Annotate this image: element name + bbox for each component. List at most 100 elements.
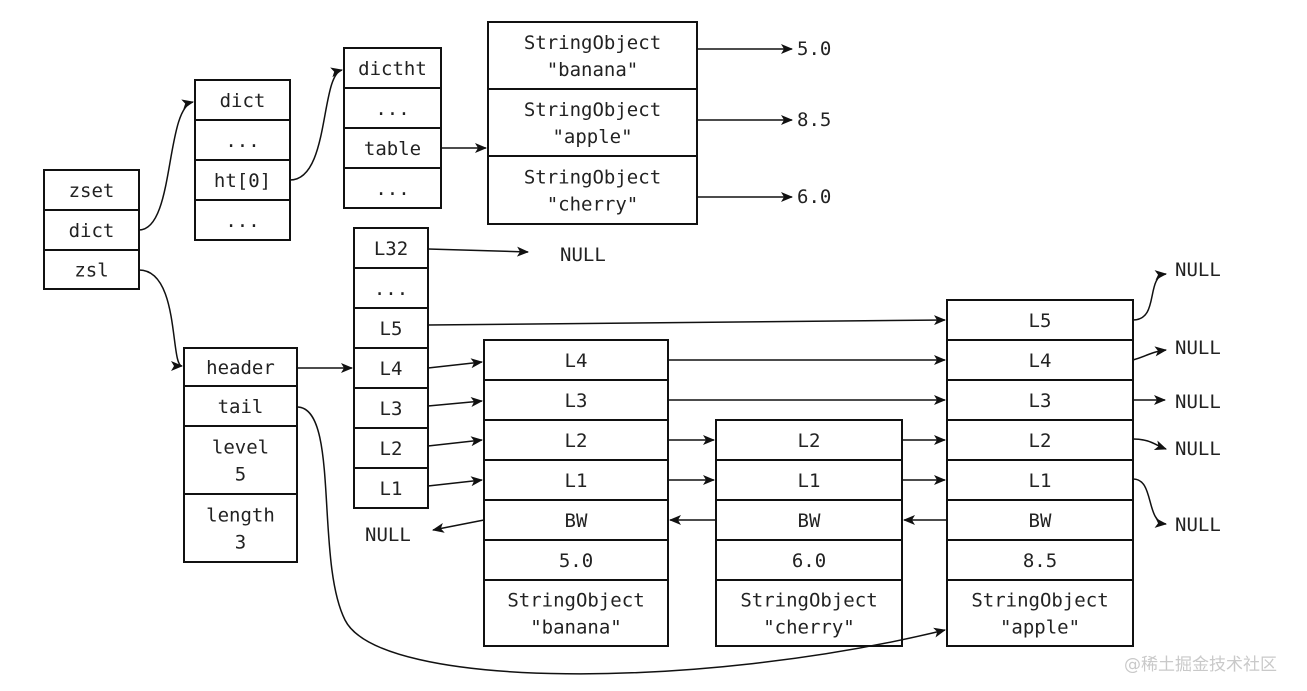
node-2-cell: L1	[946, 459, 1134, 501]
dict-label: ...	[225, 210, 259, 232]
node-0-label: L1	[565, 470, 588, 492]
node-2-label: L4	[1029, 350, 1052, 372]
L4-arrow	[427, 358, 483, 369]
zset-box	[43, 169, 140, 211]
node-2-cell: StringObject"apple"	[946, 579, 1134, 647]
node-2-box	[946, 459, 1134, 501]
node-1-box	[715, 579, 903, 647]
L32-null-arrow	[427, 246, 529, 257]
header-level-box	[353, 427, 429, 469]
null-label: NULL	[1175, 391, 1221, 413]
zskiplist-label: header	[206, 357, 275, 379]
node-2-cell: 8.5	[946, 539, 1134, 581]
node-0-cell: 5.0	[483, 539, 669, 581]
dict-entry-cell: StringObject"banana"	[487, 21, 698, 90]
dict-entry-box	[487, 155, 698, 225]
header-level-box	[353, 347, 429, 389]
node-2-cell: BW	[946, 499, 1134, 541]
node-2-label: BW	[1029, 510, 1052, 532]
node-0-cell: L3	[483, 379, 669, 421]
dictht-label: ...	[375, 178, 409, 200]
dict-label: ht[0]	[214, 170, 271, 192]
node-2-cell: L2	[946, 419, 1134, 461]
node-2-label: 8.5	[1023, 550, 1057, 572]
dictht-box	[343, 127, 442, 169]
null-label: NULL	[560, 244, 606, 266]
node-1-label: "cherry"	[763, 617, 855, 639]
dictht-cell: ...	[343, 87, 442, 129]
node-0-cell: L2	[483, 419, 669, 461]
dict-entry-label: "apple"	[552, 126, 632, 148]
tail-pointer-arrow	[296, 406, 946, 675]
node-0-label: L3	[565, 390, 588, 412]
dict-entry-label: StringObject	[524, 99, 661, 121]
node-2-box	[946, 299, 1134, 341]
dictht-box	[343, 47, 442, 89]
dict-label: dict	[220, 90, 266, 112]
dict-entry-box	[487, 21, 698, 90]
header-level-box	[353, 307, 429, 349]
zskiplist-label: 5	[235, 464, 246, 486]
node-1-cell: L2	[715, 419, 903, 461]
L1-null-arrow	[1132, 478, 1167, 528]
node-2-label: StringObject	[971, 590, 1108, 612]
dict-score-value: 8.5	[797, 109, 831, 131]
header-level-cell: L5	[353, 307, 429, 349]
header-level-cell: L2	[353, 427, 429, 469]
null-label: NULL	[1175, 514, 1221, 536]
node1-backward-arrow	[432, 519, 485, 533]
node-1-box	[715, 539, 903, 581]
zset-cell: dict	[43, 209, 140, 251]
zskiplist-box	[183, 493, 298, 563]
dictht-cell: ...	[343, 167, 442, 209]
node-0-cell: StringObject"banana"	[483, 579, 669, 647]
L3-arrow	[427, 397, 483, 407]
node-1-label: 6.0	[792, 550, 826, 572]
null-label: NULL	[1175, 438, 1221, 460]
node-0-cell: BW	[483, 499, 669, 541]
header-level-label: L1	[380, 478, 403, 500]
header-level-box	[353, 267, 429, 309]
header-level-label: ...	[374, 278, 408, 300]
L1-arrow	[427, 476, 483, 487]
dict-box	[194, 199, 291, 241]
header-level-cell: L32	[353, 227, 429, 269]
node-1-label: L1	[798, 470, 821, 492]
node-2-label: L1	[1029, 470, 1052, 492]
dict-score-value: 6.0	[797, 186, 831, 208]
zskiplist-label: tail	[218, 396, 264, 418]
header-level-cell: ...	[353, 267, 429, 309]
zset-label: zset	[69, 180, 115, 202]
watermark: @稀土掘金技术社区	[1124, 655, 1277, 675]
node-1-label: L2	[798, 430, 821, 452]
node-2-box	[946, 499, 1134, 541]
dict-box	[194, 79, 291, 121]
node-1-cell: StringObject "cherry"	[715, 579, 903, 647]
L2-arrow	[427, 436, 483, 447]
dict-box	[194, 159, 291, 201]
node-0-cell: L4	[483, 339, 669, 381]
node-1-cell: L1	[715, 459, 903, 501]
zset-box	[43, 249, 140, 290]
dictht-box	[343, 167, 442, 209]
zskiplist-label: level	[212, 437, 269, 459]
zset-label: dict	[69, 220, 115, 242]
dict-cell: dict	[194, 79, 291, 121]
node-0-box	[483, 499, 669, 541]
L4-null-arrow	[1132, 346, 1167, 361]
dict-label: ...	[225, 130, 259, 152]
null-label: NULL	[1175, 259, 1221, 281]
node-0-label: BW	[565, 510, 588, 532]
dict-entry-label: StringObject	[524, 167, 661, 189]
node-0-label: 5.0	[559, 550, 593, 572]
null-label: NULL	[1175, 337, 1221, 359]
header-level-label: L5	[380, 318, 403, 340]
node-0-label: "banana"	[530, 617, 622, 639]
header-level-cell: L1	[353, 467, 429, 509]
node-2-box	[946, 419, 1134, 461]
dictht-label: dictht	[358, 58, 427, 80]
node-1-label: StringObject	[740, 590, 877, 612]
